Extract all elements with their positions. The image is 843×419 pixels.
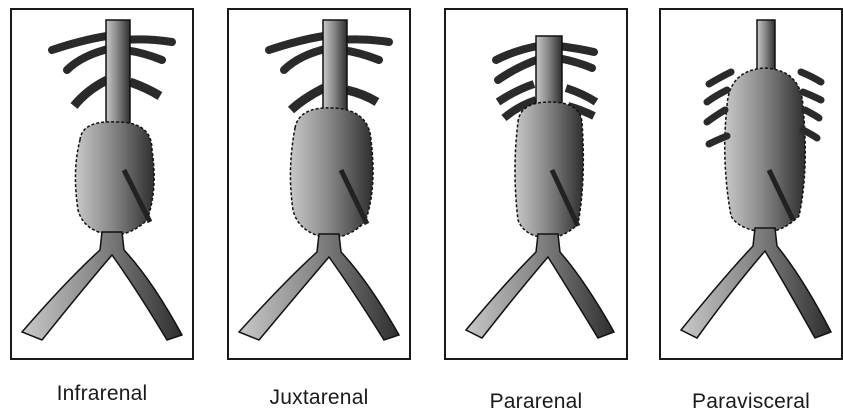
panel-label-pararenal: Pararenal (444, 390, 628, 414)
panel-label-infrarenal: Infrarenal (10, 382, 194, 406)
pararenal-aneurysm-diagram (446, 10, 626, 358)
juxtarenal-aneurysm-diagram (229, 10, 409, 358)
panel-pararenal (444, 8, 628, 360)
panel-infrarenal (10, 8, 194, 360)
panel-juxtarenal (227, 8, 411, 360)
panel-paravisceral (659, 8, 843, 360)
panel-label-paravisceral: Paravisceral (659, 390, 843, 414)
paravisceral-aneurysm-diagram (661, 10, 841, 358)
panel-label-juxtarenal: Juxtarenal (227, 386, 411, 410)
infrarenal-aneurysm-diagram (12, 10, 192, 358)
